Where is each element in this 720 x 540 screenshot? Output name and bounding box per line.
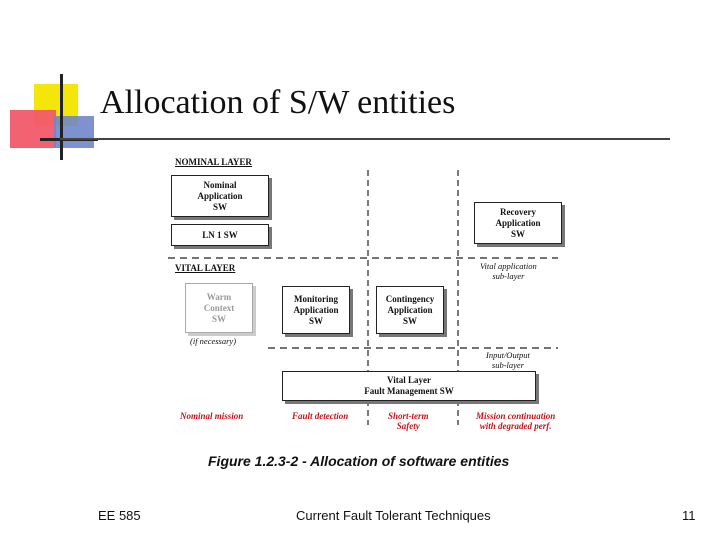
io-sublayer-note: Input/Output sub-layer [486,350,530,370]
vital-fault-management-box: Vital Layer Fault Management SW [282,371,536,401]
logo-red-square [10,110,56,148]
vital-layer-label: VITAL LAYER [175,263,236,273]
footer-course: EE 585 [98,508,141,523]
ln1-sw-box: LN 1 SW [171,224,269,246]
recovery-application-box: Recovery Application SW [474,202,562,244]
phase-fault-detection: Fault detection [292,411,349,421]
footer-topic: Current Fault Tolerant Techniques [296,508,491,523]
if-necessary-note: (if necessary) [190,336,237,346]
warm-context-box: Warm Context SW [185,283,253,333]
monitoring-application-box: Monitoring Application SW [282,286,350,334]
phase-short-term-safety: Short-term Safety [388,411,429,431]
allocation-diagram: NOMINAL LAYER VITAL LAYER Nominal Applic… [168,150,578,480]
slide-title: Allocation of S/W entities [100,84,456,121]
phase-mission-continuation: Mission continuation with degraded perf. [476,411,556,431]
nominal-layer-label: NOMINAL LAYER [175,157,252,167]
figure-caption: Figure 1.2.3-2 - Allocation of software … [208,453,510,469]
footer-page-number: 11 [682,508,696,523]
phase-nominal-mission: Nominal mission [180,411,244,421]
title-underline [60,138,670,140]
vital-app-sublayer-note: Vital application sub-layer [480,261,537,281]
nominal-application-box: Nominal Application SW [171,175,269,217]
logo-vertical-line [60,74,63,160]
contingency-application-box: Contingency Application SW [376,286,444,334]
